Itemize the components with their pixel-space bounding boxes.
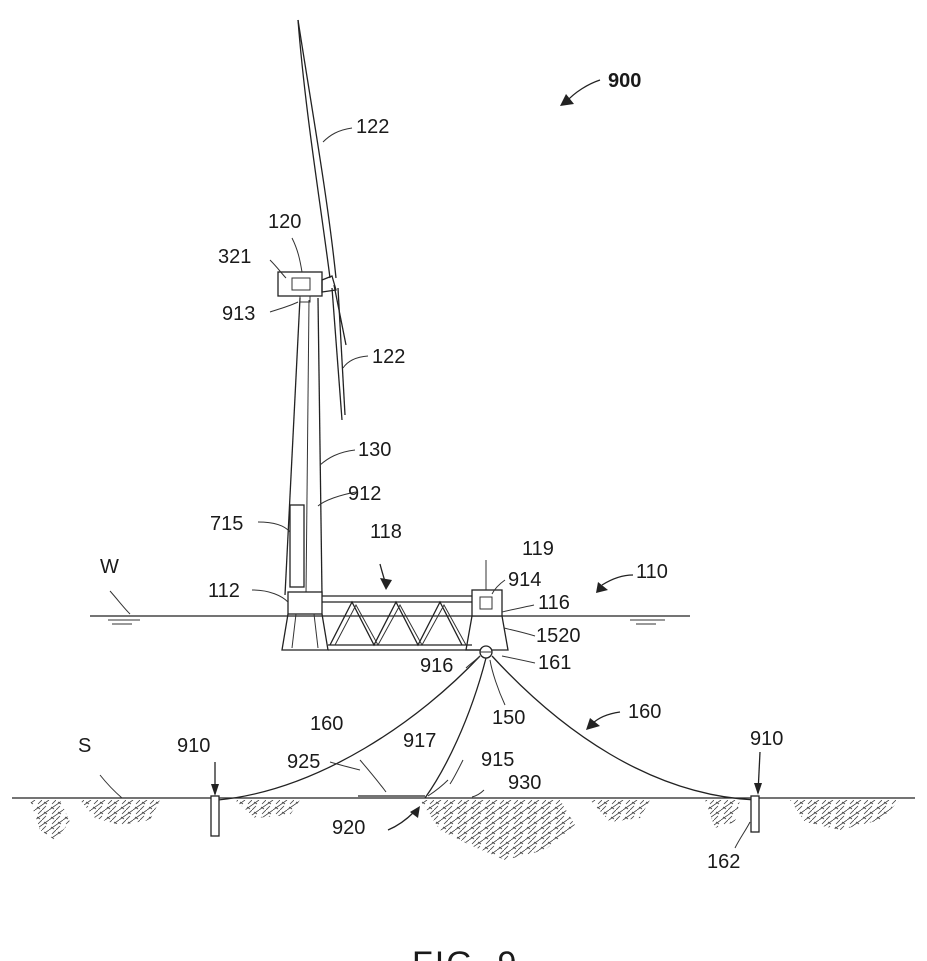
label-910-right: 910 [750, 728, 783, 750]
label-321: 321 [218, 246, 251, 268]
figure-caption: FIG. 9 [412, 945, 518, 961]
label-119: 119 [522, 538, 554, 560]
label-913: 913 [222, 303, 255, 325]
label-161: 161 [538, 652, 571, 674]
label-116: 116 [538, 592, 570, 614]
label-118: 118 [370, 521, 402, 543]
label-S: S [78, 735, 91, 757]
label-914: 914 [508, 569, 541, 591]
label-930: 930 [508, 772, 541, 794]
label-160-right: 160 [628, 701, 661, 723]
floating-platform [282, 560, 508, 650]
label-715: 715 [210, 513, 243, 535]
tower [285, 298, 322, 595]
label-110: 110 [636, 561, 668, 583]
label-122-lower: 122 [372, 346, 405, 368]
label-912: 912 [348, 483, 381, 505]
label-150: 150 [492, 707, 525, 729]
label-916: 916 [420, 655, 453, 677]
label-925: 925 [287, 751, 320, 773]
anchor-right [751, 796, 759, 832]
label-130: 130 [358, 439, 391, 461]
label-910-left: 910 [177, 735, 210, 757]
label-120: 120 [268, 211, 301, 233]
label-920: 920 [332, 817, 365, 839]
anchor-left [211, 796, 219, 836]
label-160-left: 160 [310, 713, 343, 735]
label-112: 112 [208, 580, 240, 602]
label-162: 162 [707, 851, 740, 873]
label-915: 915 [481, 749, 514, 771]
reference-labels: 900 122 120 321 913 122 130 912 715 118 … [78, 70, 783, 873]
component-box-715 [290, 505, 304, 587]
label-122-upper: 122 [356, 116, 389, 138]
label-W: W [100, 556, 119, 578]
nacelle [278, 272, 336, 302]
rotor-blades [298, 20, 346, 420]
label-917: 917 [403, 730, 436, 752]
seabed [12, 798, 915, 860]
mooring-lines [218, 656, 755, 800]
mooring-turret [480, 646, 492, 658]
label-1520: 1520 [536, 625, 581, 647]
label-900: 900 [608, 70, 641, 92]
